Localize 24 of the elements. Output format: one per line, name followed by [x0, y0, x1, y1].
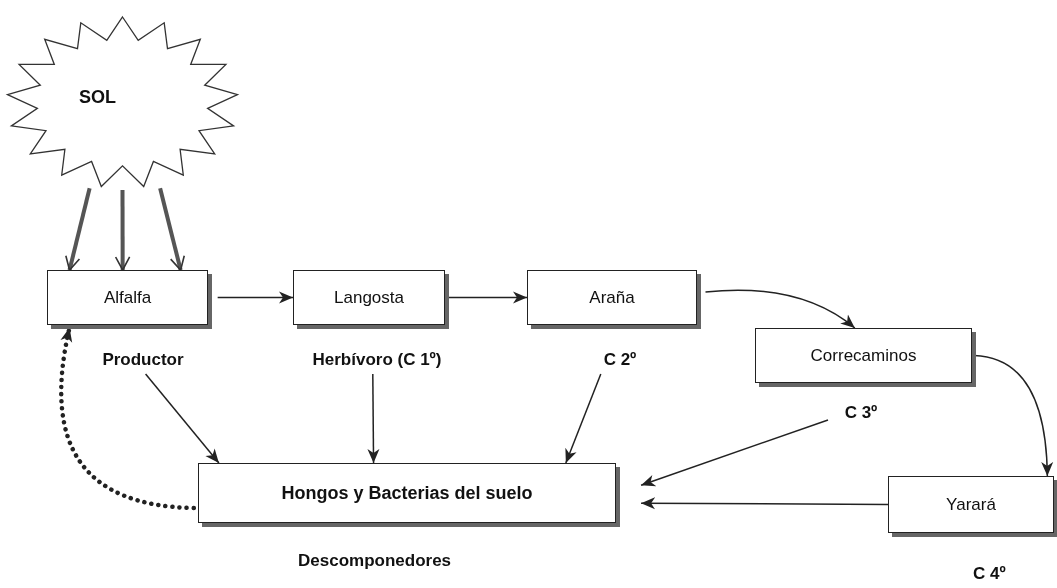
arrow — [565, 373, 602, 464]
trophic-level-label: Herbívoro (C 1º) — [272, 346, 482, 374]
arrow — [216, 291, 294, 304]
trophic-level-label: C 3º — [828, 399, 894, 427]
sunlight-arrow — [65, 187, 92, 271]
arrow — [447, 291, 528, 304]
arrow — [640, 497, 889, 510]
trophic-level-label: Descomponedores — [298, 551, 452, 571]
arrow — [144, 373, 220, 464]
box-label: Langosta — [334, 287, 404, 308]
trophic-level-label: C 2º — [588, 346, 652, 374]
box-label: Yarará — [946, 494, 996, 515]
arrow — [640, 419, 829, 487]
box-label: Alfalfa — [103, 287, 152, 308]
trophic-level-label: Productor — [78, 346, 208, 374]
arrow — [367, 373, 380, 464]
arrow — [973, 354, 1053, 477]
trophic-level-label: C 4º — [973, 564, 1006, 584]
box-label: Araña — [589, 287, 635, 308]
arrow — [704, 289, 856, 329]
sun-starburst — [5, 15, 240, 190]
sun-label: SOL — [79, 87, 116, 108]
box-label: Correcaminos — [810, 345, 917, 366]
box-label: Hongos y Bacterias del suelo — [281, 482, 533, 504]
